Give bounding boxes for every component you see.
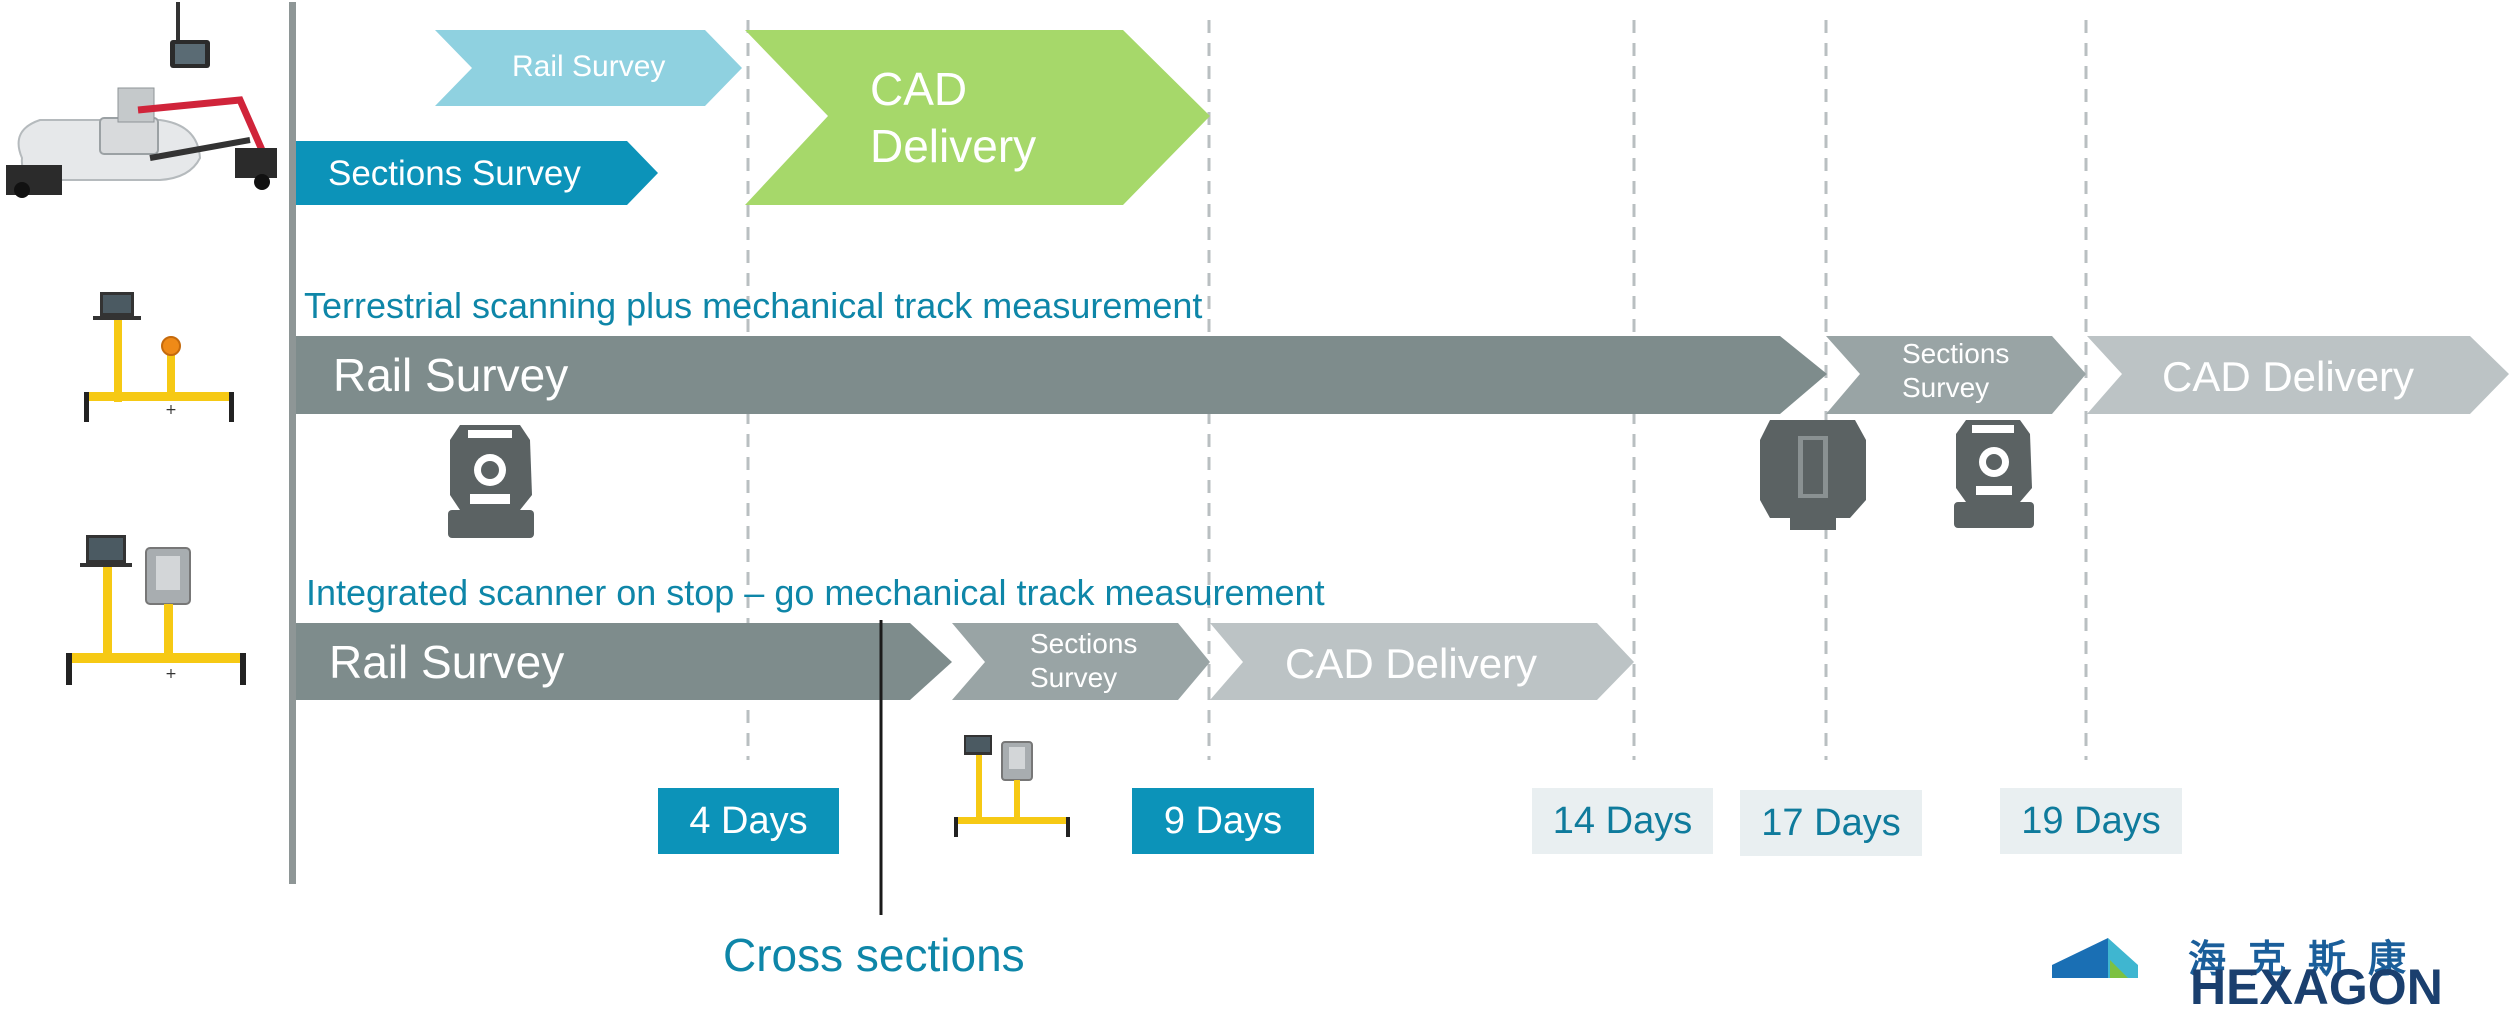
row2-cad-delivery-chevron (2087, 336, 2509, 414)
milestone-17-days: 17 Days (1740, 790, 1922, 856)
hexagon-logo-icon (2052, 938, 2138, 978)
row3-sections-survey-label-line1: Sections (1030, 628, 1138, 659)
svg-text:+: + (165, 666, 177, 682)
milestone-19-days: 19 Days (2000, 788, 2182, 854)
milestone-14-days: 14 Days (1532, 788, 1713, 854)
row2-cad-delivery-label: CAD Delivery (2162, 353, 2415, 400)
row2-rail-survey-chevron (296, 336, 1827, 414)
row3-rail-survey-chevron (296, 623, 952, 700)
row1-cad-delivery-chevron (745, 30, 1210, 205)
row1-rail-survey-chevron (435, 30, 742, 106)
total-station-icon (448, 425, 534, 538)
row3-sections-survey-label-line2: Survey (1030, 662, 1118, 693)
row1-cad-label-line1: CAD (870, 63, 968, 115)
row2-sections-survey-label-line1: Sections (1902, 338, 2010, 369)
row3-rail-survey-label: Rail Survey (329, 636, 565, 688)
row2-title: Terrestrial scanning plus mechanical tra… (304, 285, 1203, 326)
milestone-9-days: 9 Days (1132, 788, 1314, 854)
logo-chinese-text: 海克斯康 (2188, 939, 2429, 981)
svg-text:+: + (165, 402, 177, 418)
row2-sections-survey-chevron (1826, 336, 2086, 414)
logo-english-text: HEXAGON (2190, 959, 2443, 1015)
row3-cad-delivery-chevron (1210, 623, 1634, 700)
row1-cad-label-line2: Delivery (870, 120, 1037, 172)
row1-rail-survey-label: Rail Survey (512, 50, 666, 83)
total-station-icon-2 (1954, 420, 2034, 528)
laser-scanner-icon (1760, 420, 1866, 530)
row3-cad-delivery-label: CAD Delivery (1285, 640, 1538, 687)
row1-sections-survey-label: Sections Survey (328, 154, 581, 193)
rail-trolley-scanner-icon (6, 2, 277, 198)
track-gauge-trolley-icon: + (84, 292, 234, 422)
row3-title: Integrated scanner on stop – go mechanic… (306, 572, 1325, 613)
timeline-canvas: + + (6, 2, 2509, 978)
row3-sections-survey-chevron (952, 623, 1210, 700)
cross-sections-label: Cross sections (723, 929, 1025, 981)
row2-rail-survey-label: Rail Survey (333, 349, 569, 401)
row1-sections-survey-chevron (296, 141, 658, 205)
row2-sections-survey-label-line2: Survey (1902, 372, 1990, 403)
track-gauge-scanner-small-icon (954, 735, 1070, 837)
milestone-4-days: 4 Days (658, 788, 839, 854)
track-gauge-scanner-icon: + (66, 535, 246, 685)
timeline-axis (289, 2, 296, 884)
